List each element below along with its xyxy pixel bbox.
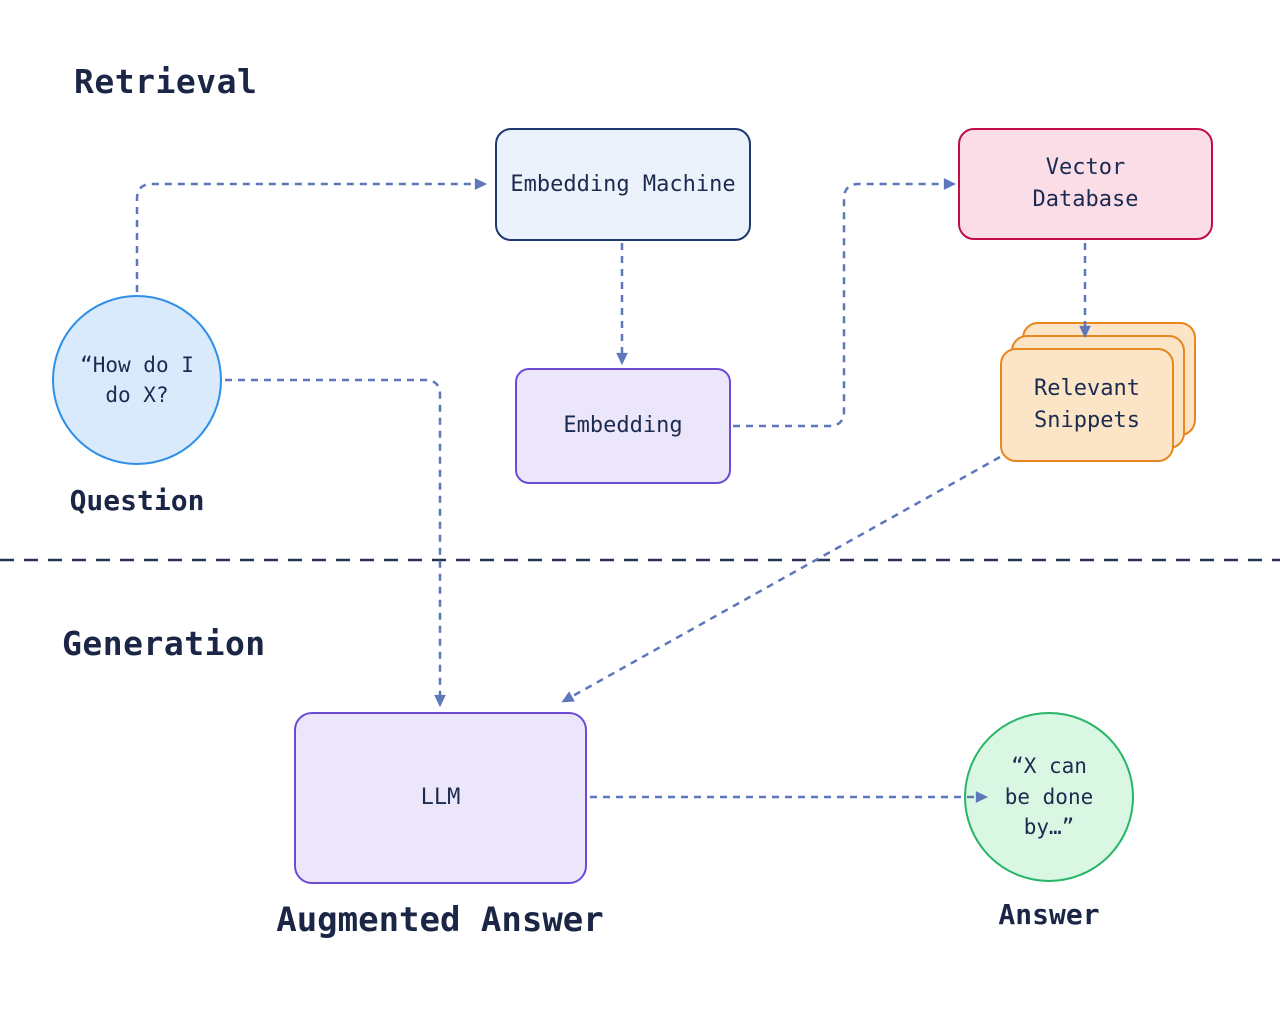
embedding-label: Embedding — [563, 413, 683, 439]
node-answer-bubble: “X can be done by…” — [964, 712, 1134, 882]
section-label-generation: Generation — [62, 624, 266, 663]
node-embedding: Embedding — [515, 368, 731, 484]
answer-caption: Answer — [998, 898, 1100, 931]
node-embedding-machine: Embedding Machine — [495, 128, 751, 241]
section-label-retrieval: Retrieval — [74, 62, 258, 101]
augmented-answer-caption: Augmented Answer — [276, 900, 604, 940]
node-vector-database: Vector Database — [958, 128, 1213, 240]
relevant-snippets-label: Relevant Snippets — [1034, 376, 1140, 433]
connector-snippets-to-llm — [561, 455, 1001, 703]
question-bubble-text: “How do I do X? — [80, 352, 194, 407]
vector-database-label: Vector Database — [1032, 155, 1139, 212]
node-relevant-snippets: Relevant Snippets — [1000, 322, 1196, 462]
node-llm: LLM — [294, 712, 587, 884]
node-question-bubble: “How do I do X? — [52, 295, 222, 465]
answer-bubble-text: “X can be done by…” — [1004, 754, 1094, 840]
connector-question-to-embedding-machine — [135, 178, 488, 292]
embedding-machine-label: Embedding Machine — [510, 171, 736, 197]
connector-embedding-to-vector-database — [733, 178, 957, 428]
llm-label: LLM — [420, 785, 461, 811]
snippet-card-front: Relevant Snippets — [1000, 348, 1174, 462]
question-caption: Question — [69, 484, 205, 517]
